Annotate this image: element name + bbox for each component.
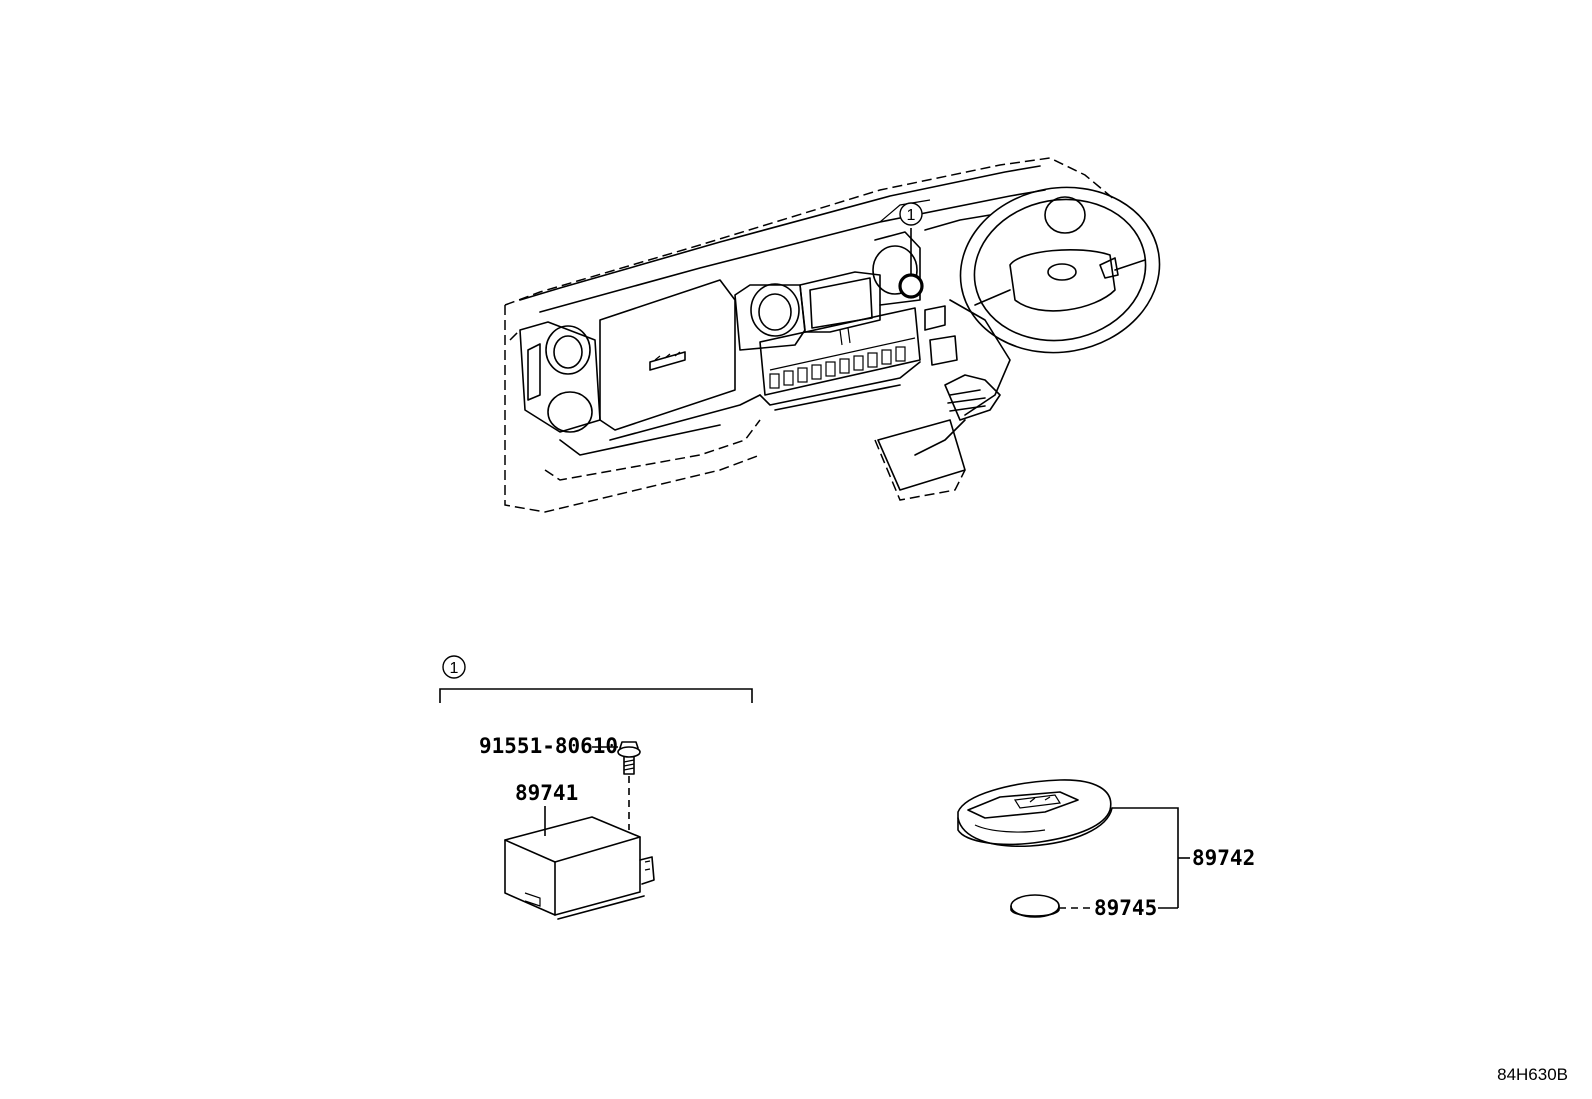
battery-icon (1010, 894, 1060, 918)
battery-part-number: 89745 (1094, 896, 1157, 920)
bolt-part-number: 91551-80610 (479, 734, 618, 758)
group-bracket: 1 (439, 655, 753, 703)
key-fob-part-number: 89742 (1192, 846, 1255, 870)
dashboard-callout[interactable]: 1 (898, 202, 924, 299)
group-callout-number: 1 (450, 660, 459, 677)
key-fob-icon (957, 779, 1113, 848)
dashboard-callout-number: 1 (907, 207, 916, 224)
bolt-icon (617, 741, 641, 775)
dashboard-illustration: 1 (504, 157, 1161, 513)
bolt-part[interactable]: 91551-80610 (479, 734, 641, 830)
battery-part[interactable]: 89745 (1010, 894, 1178, 920)
computer-module-icon (504, 816, 655, 920)
switch-row (769, 346, 906, 389)
module-part-number: 89741 (515, 781, 578, 805)
illustration-code: 84H630B (1497, 1065, 1568, 1084)
key-fob-part[interactable]: 89742 (957, 779, 1255, 908)
module-part[interactable]: 89741 (504, 781, 655, 920)
